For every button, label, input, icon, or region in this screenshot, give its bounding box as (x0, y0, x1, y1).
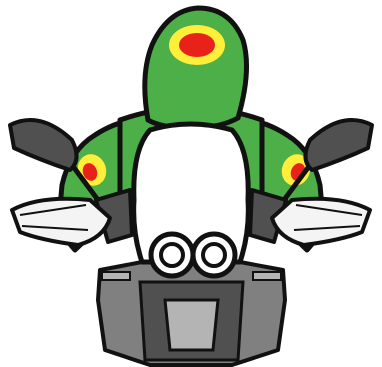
left-hand-guard-icon (12, 199, 110, 245)
helmet-heat-spot-icon (169, 25, 225, 65)
motorcycle-body-icon (98, 262, 285, 365)
right-hand-guard-icon (272, 199, 370, 245)
